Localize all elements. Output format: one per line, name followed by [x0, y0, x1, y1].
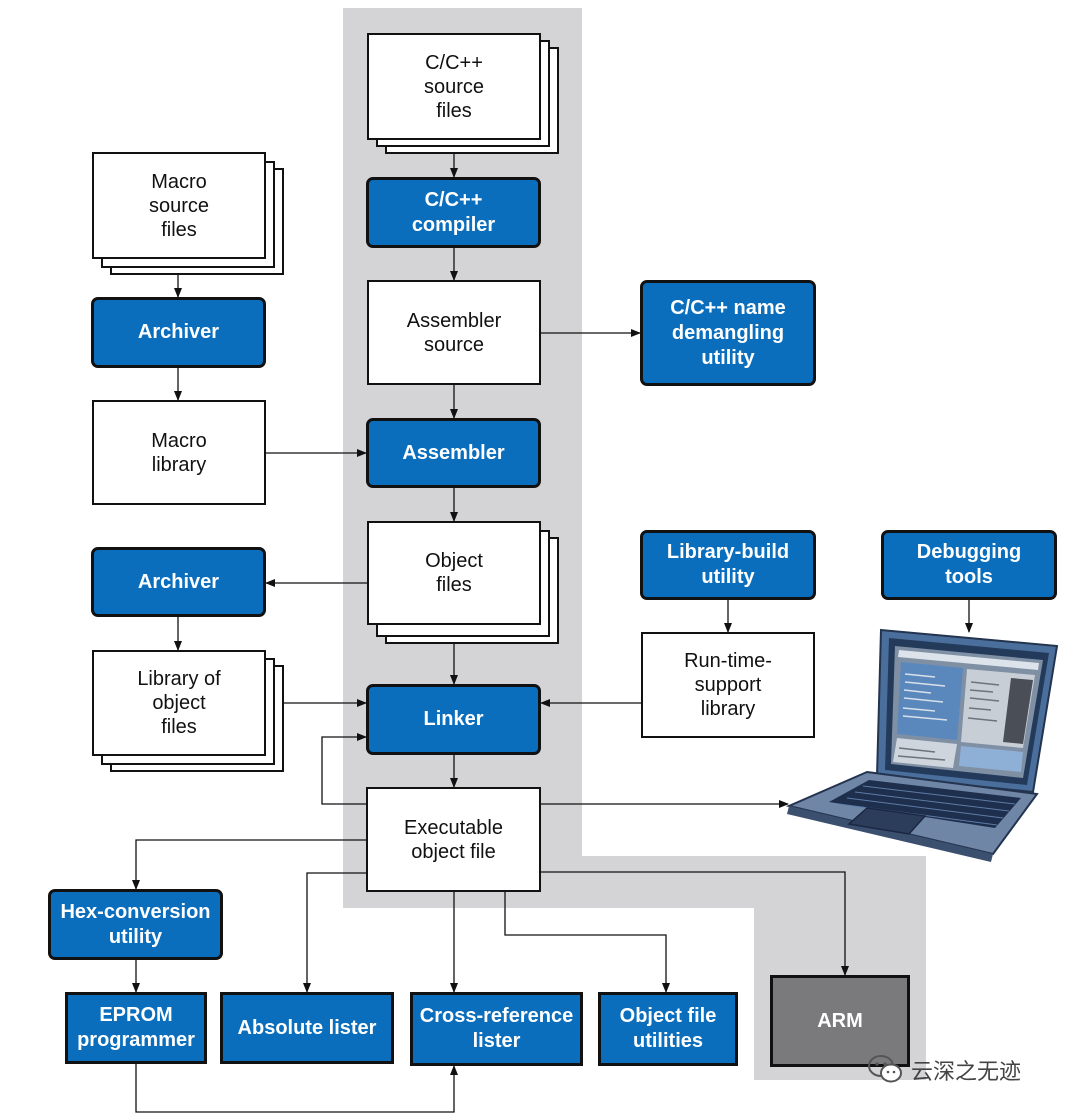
wechat-icon: [868, 1055, 902, 1083]
arrow-executable-feedback-to-linker: [321, 733, 367, 805]
connector-lines: [132, 140, 973, 1113]
laptop-icon: [785, 628, 1059, 862]
eprom-programmer: EPROM programmer: [65, 992, 207, 1064]
macro-library: Macro library: [92, 400, 266, 505]
arm-target: ARM: [770, 975, 910, 1067]
hex-conversion-utility: Hex-conversion utility: [48, 889, 223, 960]
assembler-source: Assembler source: [367, 280, 541, 385]
archiver-object: Archiver: [91, 547, 266, 617]
name-demangling-utility: C/C++ name demangling utility: [640, 280, 816, 386]
cpp-source-files: C/C++ source files: [367, 33, 541, 140]
library-build-utility: Library-build utility: [640, 530, 816, 600]
executable-object-file: Executable object file: [366, 787, 541, 892]
arrow-executable-to-absolute: [303, 872, 366, 993]
run-time-support-library: Run-time- support library: [641, 632, 815, 738]
library-of-object-files: Library of object files: [92, 650, 266, 756]
archiver-macro: Archiver: [91, 297, 266, 368]
cpp-compiler: C/C++ compiler: [366, 177, 541, 248]
absolute-lister: Absolute lister: [220, 992, 394, 1064]
debugging-tools: Debugging tools: [881, 530, 1057, 600]
object-file-utilities: Object file utilities: [598, 992, 738, 1066]
arrow-executable-to-objutil: [504, 892, 670, 993]
arrow-executable-to-arm: [541, 871, 849, 976]
watermark-text: 云深之无迹: [911, 1060, 1022, 1085]
linker: Linker: [366, 684, 541, 755]
macro-source-files: Macro source files: [92, 152, 266, 259]
object-files: Object files: [367, 521, 541, 625]
cross-reference-lister: Cross-reference lister: [410, 992, 583, 1066]
assembler: Assembler: [366, 418, 541, 488]
arrow-executable-to-hex: [132, 839, 366, 890]
arrow-eprom-to-xref: [135, 1064, 458, 1113]
